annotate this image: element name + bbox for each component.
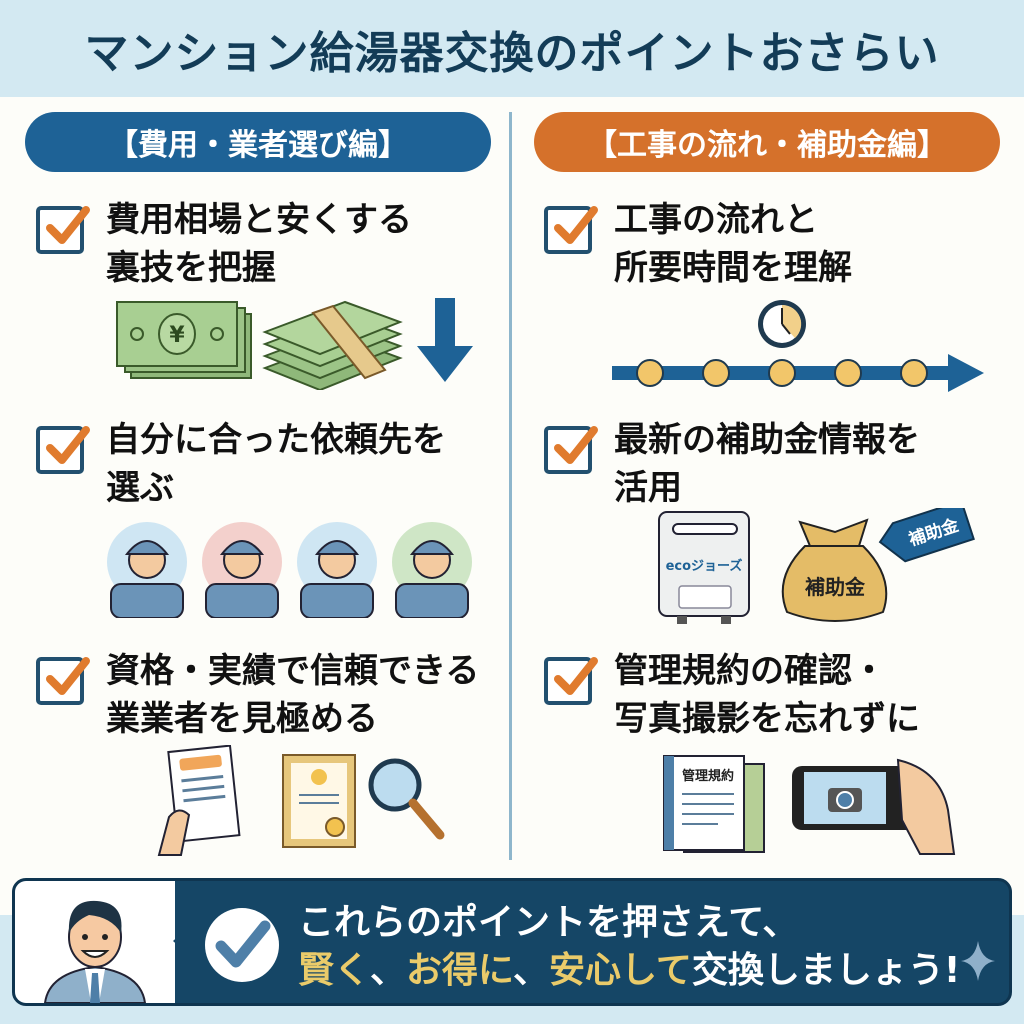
check-circle-icon bbox=[203, 906, 281, 988]
checkbox-icon bbox=[544, 206, 598, 254]
clock-icon bbox=[758, 300, 806, 348]
section-label-cost: 【費用・業者選び編】 bbox=[25, 112, 491, 172]
svg-text:管理規約: 管理規約 bbox=[682, 768, 734, 784]
hand-icon bbox=[896, 758, 956, 855]
timeline-illustration bbox=[612, 298, 984, 402]
checklist-item-process: 工事の流れと 所要時間を理解 bbox=[544, 196, 852, 292]
certificate-icon bbox=[282, 754, 356, 848]
subsidy-illustration: ecoジョーズ 補助金 補助金 bbox=[655, 499, 975, 632]
worker-icon bbox=[107, 522, 187, 619]
svg-text:¥: ¥ bbox=[169, 323, 185, 348]
checklist-item-subsidy: 最新の補助金情報を 活用 bbox=[544, 416, 920, 512]
avatar bbox=[15, 881, 175, 1003]
svg-text:補助金: 補助金 bbox=[804, 575, 866, 599]
item-text: 工事の流れと 所要時間を理解 bbox=[614, 200, 852, 288]
money-bag-icon: 補助金 bbox=[781, 518, 888, 622]
checkbox-icon bbox=[544, 426, 598, 474]
banner-line-2: 賢く、お得に、安心して交換しましょう! bbox=[298, 950, 961, 991]
checklist-item-rules: 管理規約の確認・ 写真撮影を忘れずに bbox=[544, 647, 920, 743]
rules-photo-illustration: 管理規約 bbox=[658, 750, 968, 864]
section-label-process: 【工事の流れ・補助金編】 bbox=[534, 112, 1000, 172]
water-heater-icon: ecoジョーズ bbox=[658, 511, 750, 624]
svg-text:ecoジョーズ: ecoジョーズ bbox=[666, 558, 743, 574]
checkbox-icon bbox=[36, 657, 90, 705]
banner-line-1: これらのポイントを押さえて、 bbox=[298, 902, 799, 943]
page-title: マンション給湯器交換のポイントおさらい bbox=[84, 27, 940, 79]
checklist-item-contractor: 自分に合った依頼先を 選ぶ bbox=[36, 416, 446, 512]
column-divider bbox=[509, 112, 512, 860]
workers-illustration bbox=[105, 522, 475, 622]
phone-camera-icon bbox=[792, 758, 956, 855]
money-bills-icon: ¥ bbox=[115, 298, 475, 394]
item-text: 自分に合った依頼先を 選ぶ bbox=[106, 420, 446, 508]
checklist-item-qualifications: 資格・実績で信頼できる 業業者を見極める bbox=[36, 647, 479, 743]
checkbox-icon bbox=[36, 426, 90, 474]
header: マンション給湯器交換のポイントおさらい bbox=[0, 0, 1024, 97]
sparkle-icon bbox=[961, 941, 995, 985]
magnifier-icon bbox=[368, 758, 445, 840]
rulebook-icon: 管理規約 bbox=[663, 755, 765, 853]
item-text: 最新の補助金情報を 活用 bbox=[614, 420, 920, 508]
checklist-item-cost: 費用相場と安くする 裏技を把握 bbox=[36, 196, 412, 292]
credentials-illustration bbox=[155, 744, 455, 864]
item-text: 費用相場と安くする 裏技を把握 bbox=[106, 200, 412, 288]
hand-icon bbox=[157, 809, 191, 856]
checkbox-icon bbox=[36, 206, 90, 254]
speech-tail bbox=[173, 923, 193, 959]
subsidy-tag-icon: 補助金 bbox=[878, 499, 975, 563]
closing-banner: これらのポイントを押さえて、 賢く、お得に、安心して交換しましょう! bbox=[12, 878, 1012, 1006]
item-text: 管理規約の確認・ 写真撮影を忘れずに bbox=[614, 651, 920, 739]
checkbox-icon bbox=[544, 657, 598, 705]
item-text: 資格・実績で信頼できる 業業者を見極める bbox=[106, 651, 480, 739]
